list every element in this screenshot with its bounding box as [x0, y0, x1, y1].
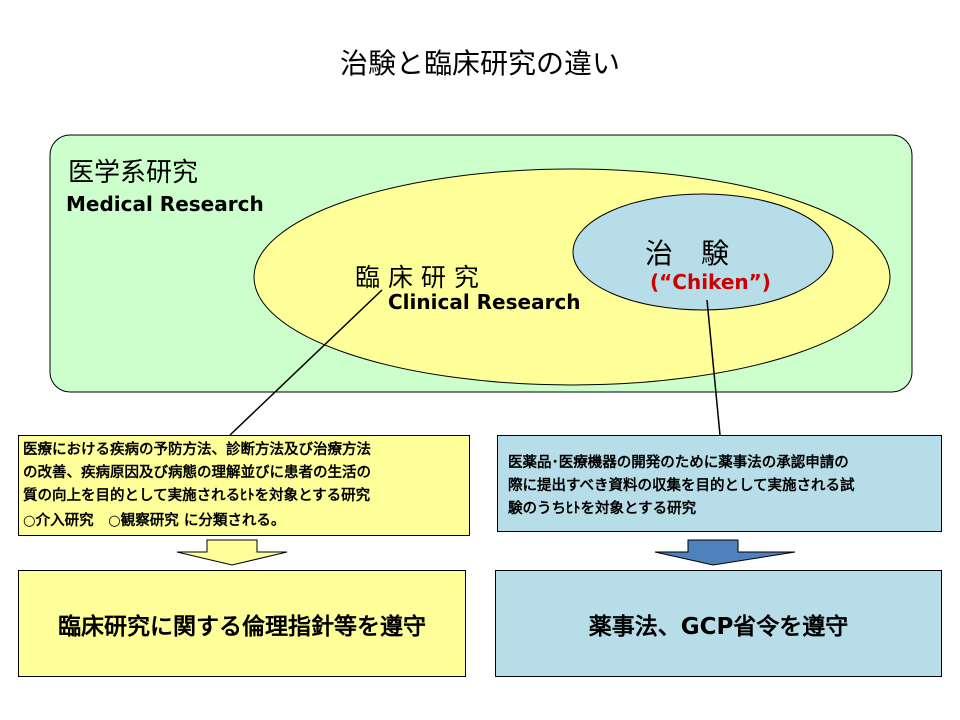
definition-line: 験のうちﾋﾄを対象とする研究 [508, 501, 697, 517]
definition-line: 際に提出すべき資料の収集を目的として実施される試 [508, 478, 855, 494]
chiken-ja: 治 験 [645, 237, 730, 270]
arrow-down-left [176, 539, 288, 566]
definition-line: 医療における疾病の予防方法、診断方法及び治療方法 [23, 442, 371, 458]
connector-line-left [229, 289, 383, 436]
clinical-research-en: Clinical Research [388, 290, 581, 314]
chiken-compliance: 薬事法、GCP省令を遵守 [495, 570, 942, 677]
medical-research-ja: 医学系研究 [68, 158, 199, 188]
clinical-research-ja: 臨 床 研 究 [355, 263, 479, 292]
clinical-research-compliance: 臨床研究に関する倫理指針等を遵守 [18, 570, 466, 677]
connector-line-right [706, 299, 721, 436]
clinical-research-definition: 医療における疾病の予防方法、診断方法及び治療方法 の改善、疾病原因及び病態の理解… [18, 435, 470, 536]
page-title: 治験と臨床研究の違い [339, 47, 620, 80]
chiken-en: (“Chiken”) [650, 270, 771, 294]
classification-line: ○介入研究 ○観察研究 に分類される。 [23, 513, 286, 529]
arrow-down-right [654, 539, 796, 566]
compliance-text: 薬事法、GCP省令を遵守 [588, 613, 849, 640]
definition-line: 質の向上を目的として実施されるﾋﾄを対象とする研究 [23, 488, 371, 504]
medical-research-en: Medical Research [66, 192, 264, 216]
compliance-text: 臨床研究に関する倫理指針等を遵守 [58, 613, 426, 640]
definition-line: の改善、疾病原因及び病態の理解並びに患者の生活の [23, 465, 371, 481]
definition-line: 医薬品･医療機器の開発のために薬事法の承認申請の [508, 455, 849, 471]
chiken-definition: 医薬品･医療機器の開発のために薬事法の承認申請の 際に提出すべき資料の収集を目的… [497, 435, 942, 532]
chiken-ellipse [572, 193, 834, 311]
